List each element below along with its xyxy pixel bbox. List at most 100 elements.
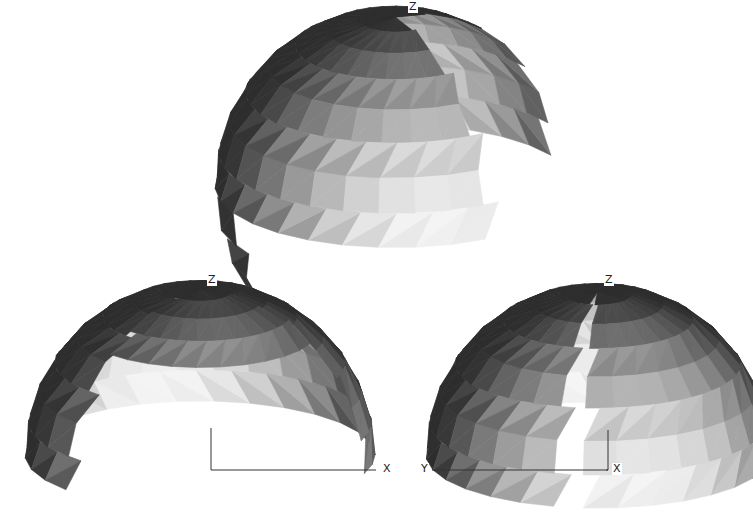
mesh-facet [527, 408, 576, 440]
mesh-facet [419, 11, 455, 18]
mesh-facet [310, 176, 346, 211]
axis-label: Z [604, 274, 614, 286]
mesh-facet [352, 400, 361, 441]
mesh-facet [609, 323, 628, 348]
axis-label: Y [420, 463, 429, 475]
mesh-facet [534, 376, 567, 407]
mesh-facet [606, 304, 619, 324]
mesh-facet [522, 440, 557, 474]
mesh-facet [406, 52, 426, 79]
mesh-facet [617, 303, 630, 323]
mesh-facet [316, 344, 336, 378]
mesh-facet [395, 14, 425, 17]
mesh-facet [592, 305, 605, 324]
mesh-facet [185, 301, 202, 319]
mesh-facet [199, 289, 206, 302]
mesh-facet [462, 20, 505, 44]
mesh-facet [282, 326, 299, 357]
mesh-facet [555, 324, 581, 348]
hemisphere-mesh [215, 6, 551, 305]
mesh-facet [414, 175, 447, 213]
axis-label: X [612, 463, 622, 475]
mesh-facet [344, 178, 380, 213]
mesh-group [25, 6, 753, 508]
mesh-facet [216, 318, 234, 341]
mesh-facet [186, 289, 200, 301]
mesh-facet [266, 331, 285, 362]
mesh-facet [341, 367, 352, 409]
mesh-facet [490, 37, 525, 66]
mesh-facet [592, 305, 605, 324]
mesh-facet [614, 375, 642, 408]
hemisphere-mesh [25, 281, 375, 490]
mesh-facet [379, 178, 414, 213]
mesh-facet [587, 348, 618, 377]
mesh-facet [636, 343, 658, 375]
mesh-facet [702, 387, 719, 429]
mesh-facet [435, 73, 459, 108]
mesh-facet [416, 30, 430, 52]
mesh-facet [211, 300, 224, 319]
mesh-facet [180, 289, 200, 301]
mesh-facet [493, 436, 527, 469]
mesh-facet [586, 377, 615, 408]
mesh-facet [446, 16, 490, 38]
mesh-facet [57, 395, 99, 424]
mesh-facet [584, 407, 628, 441]
mesh-facet [221, 213, 236, 247]
mesh-facet [383, 79, 416, 110]
hemisphere-mesh [427, 284, 753, 508]
mesh-facet [447, 171, 478, 211]
mesh-facet [577, 291, 598, 303]
mesh-facet [419, 11, 455, 18]
mesh-facet [281, 171, 316, 206]
mesh-facet [381, 110, 412, 143]
axis-label: X [382, 463, 392, 475]
mesh-facet [337, 15, 364, 17]
mesh-facet [221, 299, 236, 318]
mesh-facet [628, 322, 646, 348]
mesh-facet [386, 53, 407, 79]
mesh-facet [641, 319, 661, 345]
mesh-facet [590, 324, 609, 348]
mesh-facet [583, 474, 634, 508]
axis-line [211, 428, 376, 470]
mesh-facet [426, 50, 445, 78]
mesh-facet [587, 348, 618, 377]
mesh-facet [568, 305, 592, 324]
mesh-facet [48, 423, 76, 456]
mesh-facet [351, 110, 383, 143]
mesh-facet [446, 16, 490, 38]
mesh-facet [462, 20, 505, 44]
mesh-facet [490, 37, 525, 66]
axis-line [432, 430, 608, 470]
mesh-facet [234, 316, 251, 340]
axis-line [606, 470, 608, 471]
mesh-facet [45, 461, 81, 490]
axis-lines [211, 428, 608, 470]
mesh-facet [521, 472, 572, 503]
mesh-facet [446, 14, 481, 28]
mesh-facet [389, 32, 403, 53]
mesh-facet [379, 178, 415, 213]
mesh-facet [71, 362, 105, 392]
axis-label: Z [408, 1, 418, 13]
mesh-facet [178, 319, 198, 341]
mesh-facet [244, 335, 266, 365]
mesh-facet [200, 287, 231, 288]
mesh-facet [412, 108, 442, 143]
mesh-facet [597, 284, 598, 291]
mesh-facet [197, 319, 216, 342]
axis-label: Z [207, 274, 217, 286]
mesh-facet [379, 212, 433, 247]
mesh-facet [595, 291, 602, 305]
mesh-facet [366, 53, 389, 79]
mesh-facet [583, 474, 634, 508]
mesh-facet [647, 435, 676, 473]
mesh-facet [362, 16, 395, 17]
mesh-facet [658, 339, 678, 372]
mesh-facet [380, 142, 427, 178]
mesh-facet [642, 372, 668, 406]
mesh-facet [392, 17, 399, 32]
